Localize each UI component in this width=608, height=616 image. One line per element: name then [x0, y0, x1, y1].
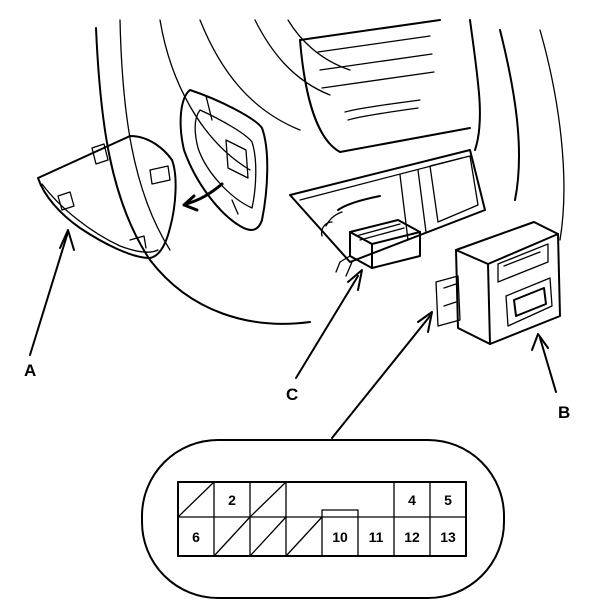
removal-arrow [182, 182, 224, 212]
unused-cavity-8 [249, 516, 287, 557]
connector-c [335, 219, 421, 277]
cover-a [37, 135, 177, 259]
unused-cavity-3 [249, 481, 287, 518]
pin-2: 2 [228, 492, 236, 508]
connector-terminal-view: 2 4 5 6 10 11 12 13 [141, 439, 505, 599]
leader-lines [29, 229, 557, 439]
unused-cavity-1 [177, 481, 215, 518]
label-b: B [558, 403, 570, 422]
pin-10: 10 [332, 529, 348, 545]
pin-13: 13 [440, 529, 456, 545]
pin-11: 11 [369, 529, 384, 545]
label-a: A [24, 361, 36, 380]
label-c: C [286, 385, 298, 404]
dashboard-panel [95, 19, 565, 325]
pin-5: 5 [444, 492, 452, 508]
switch-b [435, 221, 561, 345]
unused-cavity-7 [213, 516, 251, 557]
pin-12: 12 [404, 529, 420, 545]
dash-opening [179, 89, 269, 231]
pin-6: 6 [192, 529, 200, 545]
pin-4: 4 [408, 492, 416, 508]
unused-cavity-9 [285, 516, 323, 557]
